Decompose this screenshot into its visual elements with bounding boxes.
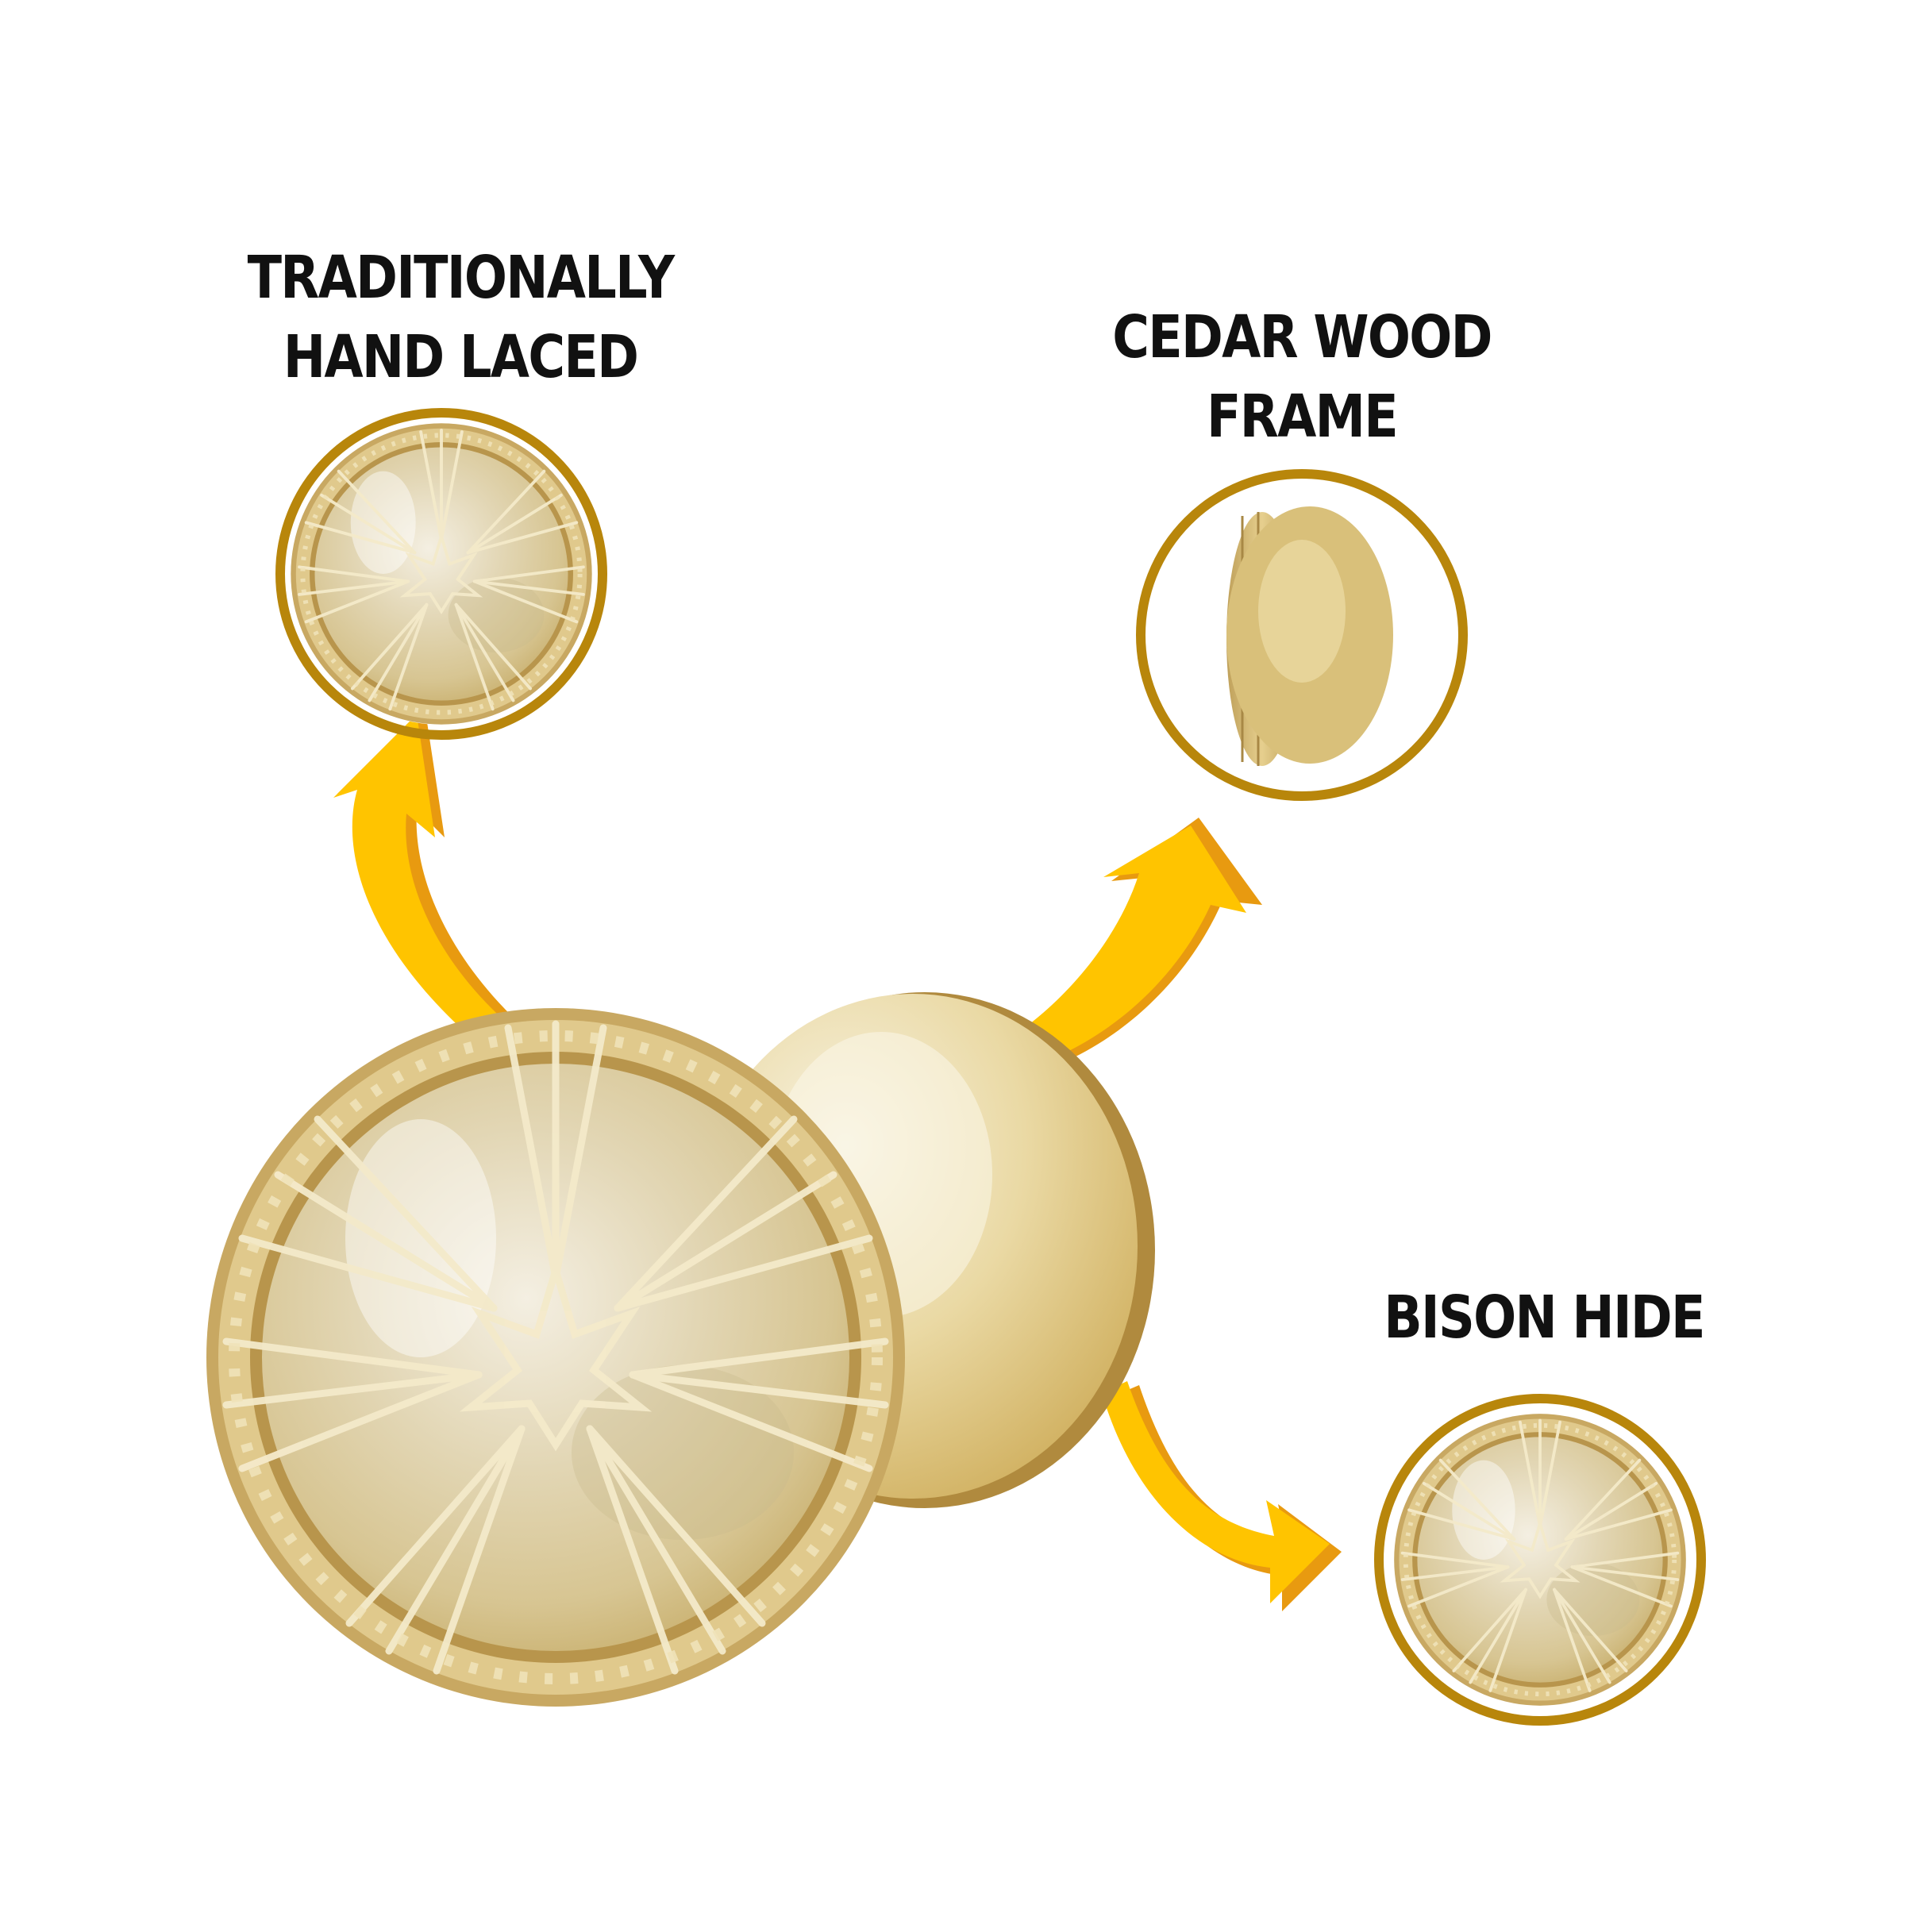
arrow-up-right-icon [972, 818, 1262, 1083]
caption-bison-hide: BISON HIDE [1384, 1284, 1705, 1352]
drum-front-laced [206, 1008, 905, 1707]
caption-cedar-frame: CEDAR WOOD FRAME [1112, 303, 1492, 451]
arrow-down-right-icon [1102, 1381, 1342, 1611]
caption-hand-laced: TRADITIONALLY HAND LACED [247, 244, 676, 391]
detail-cedar-frame [1136, 469, 1468, 801]
arrow-up-left-icon [333, 706, 520, 1024]
detail-hand-laced [275, 408, 607, 740]
detail-bison-hide [1374, 1394, 1706, 1726]
